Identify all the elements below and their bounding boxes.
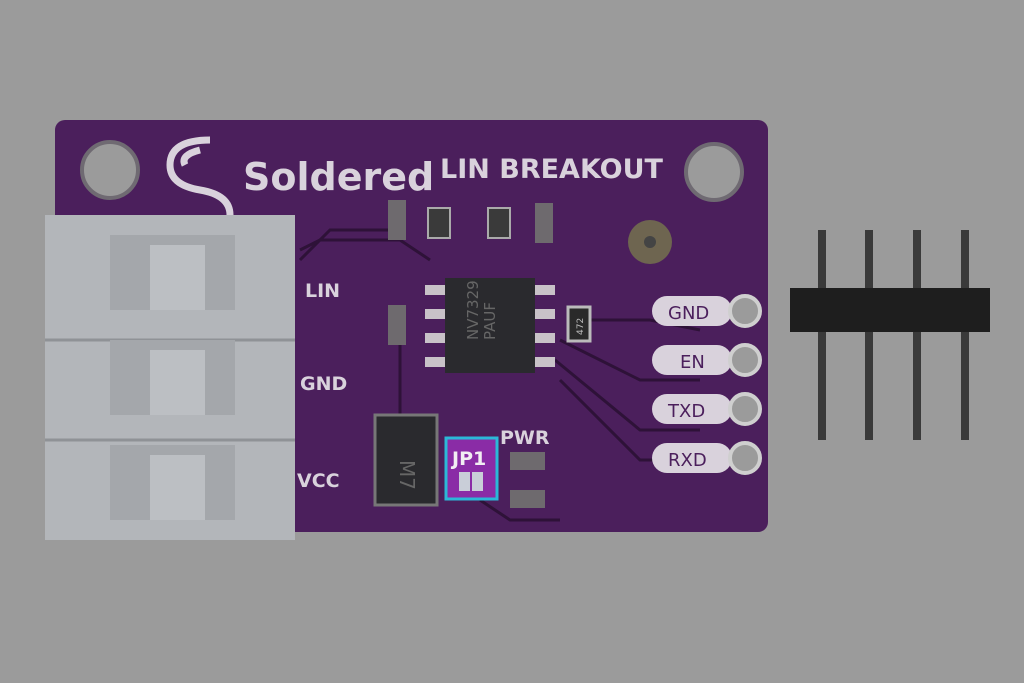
led xyxy=(487,207,511,239)
resistor xyxy=(510,490,545,508)
diode-code: M7 xyxy=(395,460,419,490)
pin-header xyxy=(790,230,990,440)
jp1-highlight[interactable]: JP1 xyxy=(444,436,499,501)
capacitor xyxy=(535,203,553,243)
mounting-hole xyxy=(684,142,744,202)
jumper-pad[interactable] xyxy=(472,472,483,491)
capacitor xyxy=(388,305,406,345)
diode xyxy=(373,413,439,507)
pin-label-gnd: GND xyxy=(668,303,709,324)
board-title: LIN BREAKOUT xyxy=(440,154,664,185)
terminal-label-lin: LIN xyxy=(305,280,340,302)
resistor-code: 472 xyxy=(576,318,586,335)
ic-chip: NV7329 PAUF xyxy=(425,278,555,373)
brand-name: Soldered xyxy=(243,155,434,199)
chip-marking-2: PAUF xyxy=(481,302,499,340)
resistor xyxy=(566,305,592,343)
pin-header-pads: GND EN TXD RXD xyxy=(652,294,762,475)
capacitor xyxy=(388,200,406,240)
led xyxy=(427,207,451,239)
jumper-pad[interactable] xyxy=(459,472,470,491)
mounting-hole xyxy=(80,140,140,200)
jp1-label: JP1 xyxy=(450,448,486,470)
terminal-label-vcc: VCC xyxy=(297,470,340,492)
pin-label-txd: TXD xyxy=(667,401,705,422)
pin-label-en: EN xyxy=(680,352,705,373)
pwr-led xyxy=(510,452,545,470)
pin-label-rxd: RXD xyxy=(668,450,707,471)
pwr-label: PWR xyxy=(500,427,550,449)
chip-marking-1: NV7329 xyxy=(464,280,482,340)
screw-terminal-block xyxy=(45,215,295,540)
terminal-label-gnd: GND xyxy=(300,373,347,395)
